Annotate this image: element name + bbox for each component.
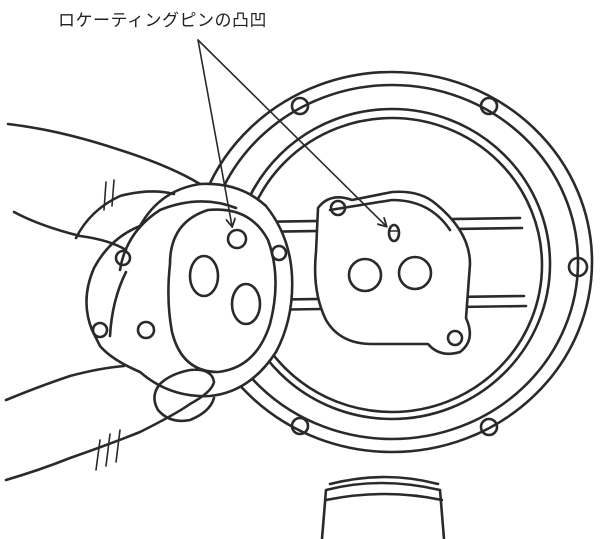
plug-body — [85, 182, 294, 398]
receptacle-flange — [313, 190, 472, 356]
lower-hand — [4, 364, 216, 482]
ring-bolt-holes — [290, 96, 589, 437]
pipe-neck — [320, 475, 446, 539]
upper-hand — [6, 122, 202, 252]
leader-arrows — [197, 39, 386, 226]
arrow-to-plug-pin — [197, 39, 232, 226]
locating-pin-label: ロケーティングピンの凸凹 — [58, 11, 267, 31]
arrow-to-receptacle-pin — [197, 39, 386, 226]
